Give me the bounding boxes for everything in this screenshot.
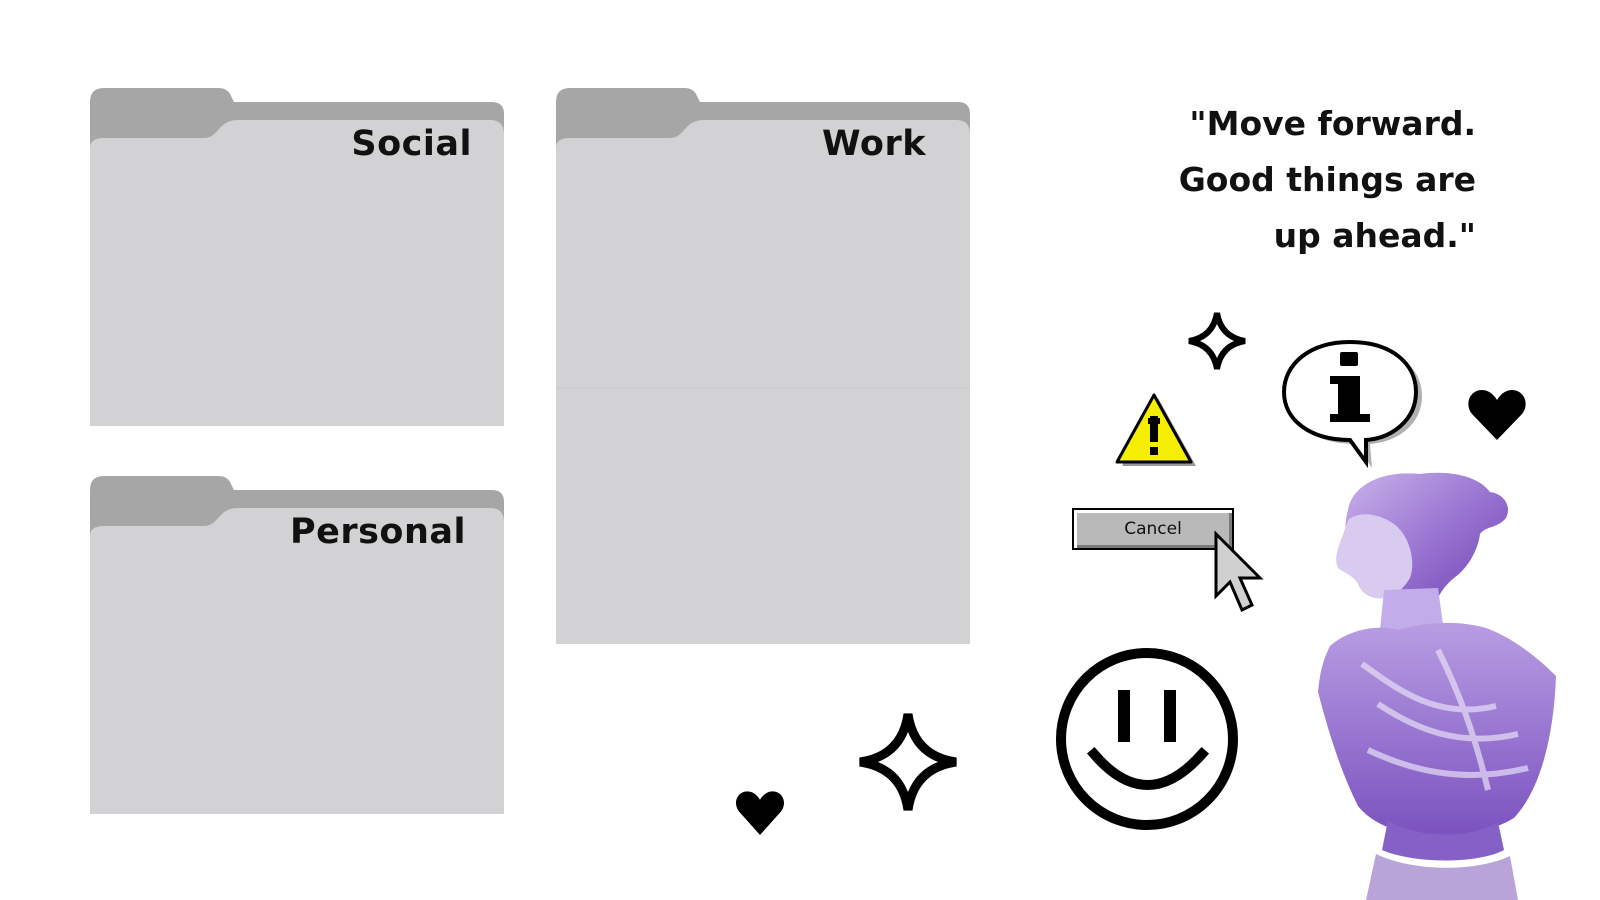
folder-label-social: Social	[351, 124, 472, 164]
heart-icon	[1468, 390, 1526, 440]
sparkle-icon	[1188, 312, 1246, 370]
quote-text: "Move forward. Good things are up ahead.…	[1056, 96, 1476, 264]
quote-line: "Move forward.	[1189, 104, 1476, 143]
folder-personal[interactable]: Personal	[90, 476, 504, 814]
statue-image	[1318, 472, 1556, 900]
folder-social[interactable]: Social	[90, 88, 504, 426]
folder-label-work: Work	[822, 124, 926, 164]
folder-icon	[90, 88, 504, 426]
heart-icon	[735, 791, 785, 835]
folder-icon	[90, 476, 504, 814]
warning-icon	[1115, 393, 1196, 466]
folder-work[interactable]: Work	[556, 88, 970, 644]
info-bubble-icon	[1281, 339, 1422, 469]
quote-line: up ahead."	[1273, 216, 1476, 255]
smiley-icon	[1056, 648, 1238, 830]
cursor-icon	[1214, 530, 1264, 613]
folder-label-personal: Personal	[289, 512, 466, 552]
quote-line: Good things are	[1178, 160, 1476, 199]
folder-icon	[556, 88, 970, 644]
cancel-button[interactable]: Cancel	[1072, 508, 1234, 550]
sparkle-icon	[859, 713, 957, 811]
